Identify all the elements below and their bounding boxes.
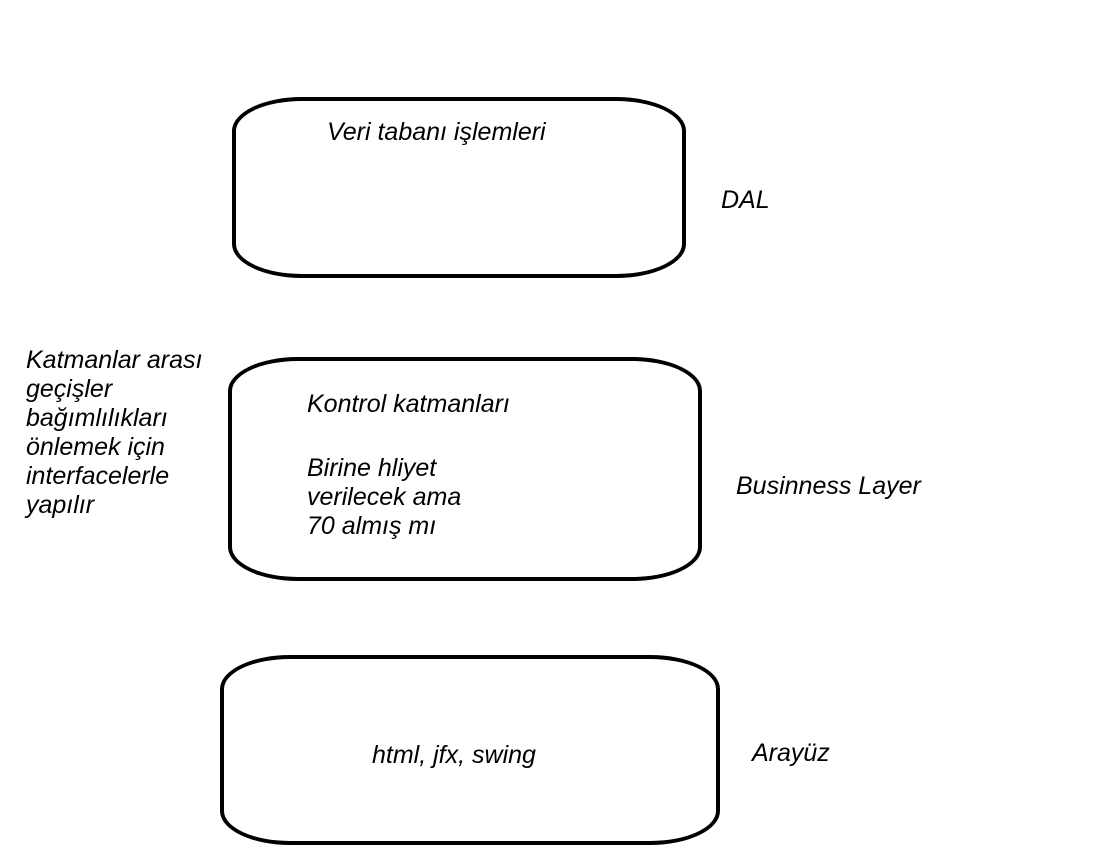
dal-layer-box xyxy=(232,97,686,278)
business-layer-box xyxy=(228,357,702,581)
business-description-line: 70 almış mı xyxy=(307,512,437,540)
dal-box-text: Veri tabanı işlemleri xyxy=(327,118,546,146)
interface-note-line: geçişler xyxy=(26,375,113,403)
interface-note-line: önlemek için xyxy=(26,433,165,461)
dal-layer-label: DAL xyxy=(721,186,770,214)
business-description-line: Birine hliyet xyxy=(307,454,437,482)
business-description-line: verilecek ama xyxy=(307,483,462,511)
interface-note-line: yapılır xyxy=(26,491,95,519)
interface-note-line: Katmanlar arası xyxy=(26,346,203,374)
interface-note-line: bağımlılıkları xyxy=(26,404,168,432)
business-layer-label: Businness Layer xyxy=(736,472,921,500)
business-box-description: Birine hliyet verilecek ama 70 almış mı xyxy=(307,454,461,541)
business-box-title: Kontrol katmanları xyxy=(307,390,510,418)
interface-note: Katmanlar arası geçişler bağımlılıkları … xyxy=(26,346,226,520)
layered-architecture-diagram: Veri tabanı işlemleri DAL Katmanlar aras… xyxy=(26,97,921,845)
ui-layer-label: Arayüz xyxy=(752,739,830,767)
interface-note-line: interfacelerle xyxy=(26,462,170,490)
ui-box-text: html, jfx, swing xyxy=(372,741,536,769)
